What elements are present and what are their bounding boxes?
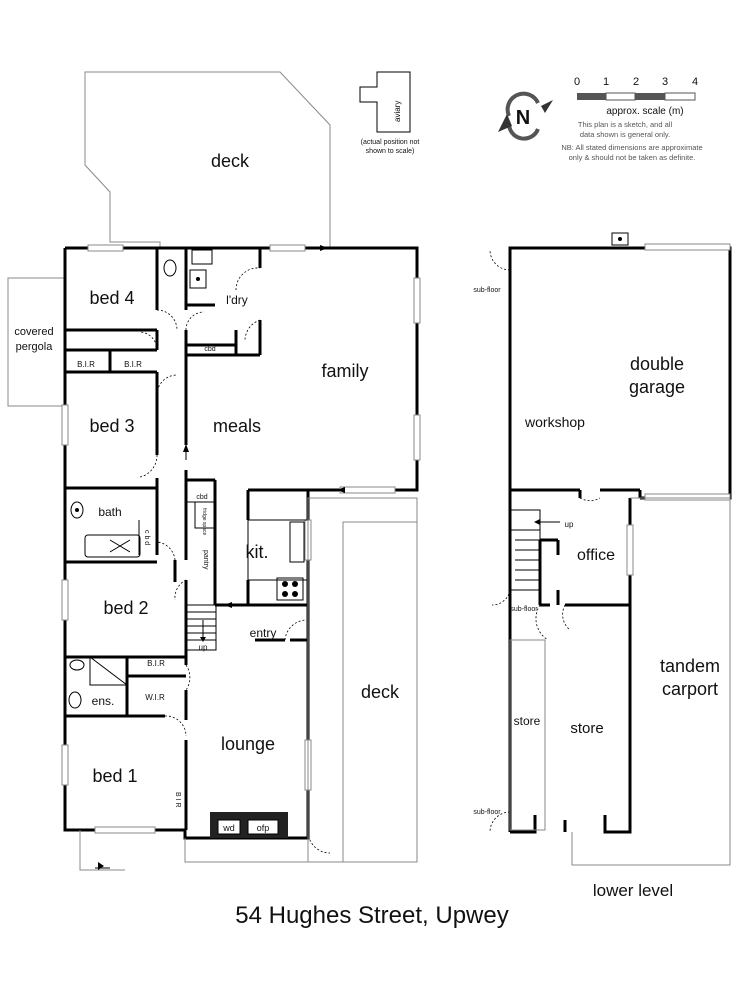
scale-tick-0: 0	[574, 76, 580, 88]
aviary-note-1: (actual position not	[361, 139, 420, 146]
window	[61, 404, 69, 446]
wood-storage	[217, 819, 241, 835]
scale-bar: 0 1 2 3 4 approx. scale (m)	[574, 76, 698, 117]
porch-bottom	[79, 830, 125, 871]
cbd-ldry-label: cbd	[204, 346, 215, 353]
garage-door	[644, 493, 731, 501]
note-3: NB: All stated dimensions are approximat…	[561, 143, 702, 152]
bir-left-label: B.I.R	[77, 360, 95, 369]
garage-sink	[611, 232, 629, 246]
window	[413, 277, 421, 324]
deck-top-outline	[84, 71, 331, 249]
workshop-label: workshop	[524, 414, 585, 430]
door-swings	[139, 267, 331, 854]
tandem-carport-outline	[571, 497, 731, 866]
double-garage-label-1: double	[630, 354, 684, 374]
ens-label: ens.	[92, 694, 115, 708]
bed4-label: bed 4	[89, 288, 134, 308]
tandem-label-1: tandem	[660, 656, 720, 676]
window	[61, 744, 69, 786]
scale-label: approx. scale (m)	[606, 106, 683, 117]
double-garage-label-2: garage	[629, 377, 685, 397]
entry-arrows	[183, 245, 345, 608]
kitchen-label: kit.	[245, 542, 268, 562]
ldry-label: l'dry	[226, 293, 248, 307]
subfloor-1: sub-floor	[473, 287, 501, 294]
scale-tick-4: 4	[692, 76, 698, 88]
cbd-kitchen-label: cbd	[196, 494, 207, 501]
north-compass-icon: N	[498, 91, 553, 141]
subfloor-2: sub-floor	[510, 606, 538, 613]
scale-tick-1: 1	[603, 76, 609, 88]
narrow-store	[509, 639, 546, 831]
garage-door	[644, 243, 731, 251]
lower-doors	[489, 249, 601, 833]
aviary-symbol	[359, 71, 411, 133]
sink-drain	[618, 237, 622, 241]
store-label: store	[570, 720, 603, 737]
subfloor-3: sub-floor	[473, 809, 501, 816]
bir-right-label: B.I.R	[124, 360, 142, 369]
family-label: family	[321, 361, 368, 381]
wd-label: wd	[222, 823, 235, 833]
deck-side-inner	[342, 521, 418, 863]
bed3-label: bed 3	[89, 416, 134, 436]
fridge-label: fridge space	[201, 508, 207, 535]
tandem-label-2: carport	[662, 679, 718, 699]
up-main-label: up	[199, 643, 208, 652]
covered-pergola-label-1: covered	[14, 326, 53, 338]
aviary-label: aviary	[393, 101, 402, 122]
cbd-bath-label: c b d	[143, 530, 150, 545]
porch-step	[95, 862, 110, 870]
deck-top-label: deck	[211, 151, 250, 171]
open-fireplace	[247, 819, 279, 835]
store-narrow-label: store	[514, 714, 541, 728]
pantry-label: pantry	[202, 550, 209, 570]
note-1: This plan is a sketch, and all	[578, 120, 673, 129]
office-label: office	[577, 547, 615, 564]
bath-label: bath	[98, 505, 121, 519]
lower-level-label: lower level	[593, 881, 673, 900]
aviary-note-2: shown to scale)	[366, 148, 415, 155]
wir-label: W.I.R	[145, 693, 165, 702]
window	[339, 486, 396, 494]
lower-walls	[508, 246, 732, 834]
entry-label: entry	[250, 626, 277, 640]
address-title: 54 Hughes Street, Upwey	[235, 902, 508, 929]
window	[269, 244, 306, 252]
window	[94, 826, 156, 834]
bir-bed2-label: B.I.R	[147, 659, 165, 668]
bir-bed1-label: B I R	[174, 792, 181, 808]
main-stairs	[185, 604, 217, 651]
meals-label: meals	[213, 416, 261, 436]
lower-up-label: up	[565, 520, 574, 529]
bed1-label: bed 1	[92, 766, 137, 786]
lower-stairs	[509, 509, 560, 591]
covered-pergola-label-2: pergola	[16, 341, 54, 353]
scale-tick-2: 2	[633, 76, 639, 88]
ofp-label: ofp	[257, 823, 270, 833]
scale-tick-3: 3	[662, 76, 668, 88]
window	[61, 579, 69, 621]
deck-side-label: deck	[361, 682, 400, 702]
note-2: data shown is general only.	[580, 130, 670, 139]
deck-side-outline	[307, 497, 418, 863]
bed2-label: bed 2	[103, 598, 148, 618]
window	[413, 414, 421, 461]
window	[87, 244, 124, 252]
note-4: only & should not be taken as definite.	[569, 153, 696, 162]
window	[626, 524, 634, 576]
compass-letter: N	[516, 107, 530, 129]
lounge-bottom-outline	[184, 838, 343, 863]
lounge-label: lounge	[221, 734, 275, 754]
